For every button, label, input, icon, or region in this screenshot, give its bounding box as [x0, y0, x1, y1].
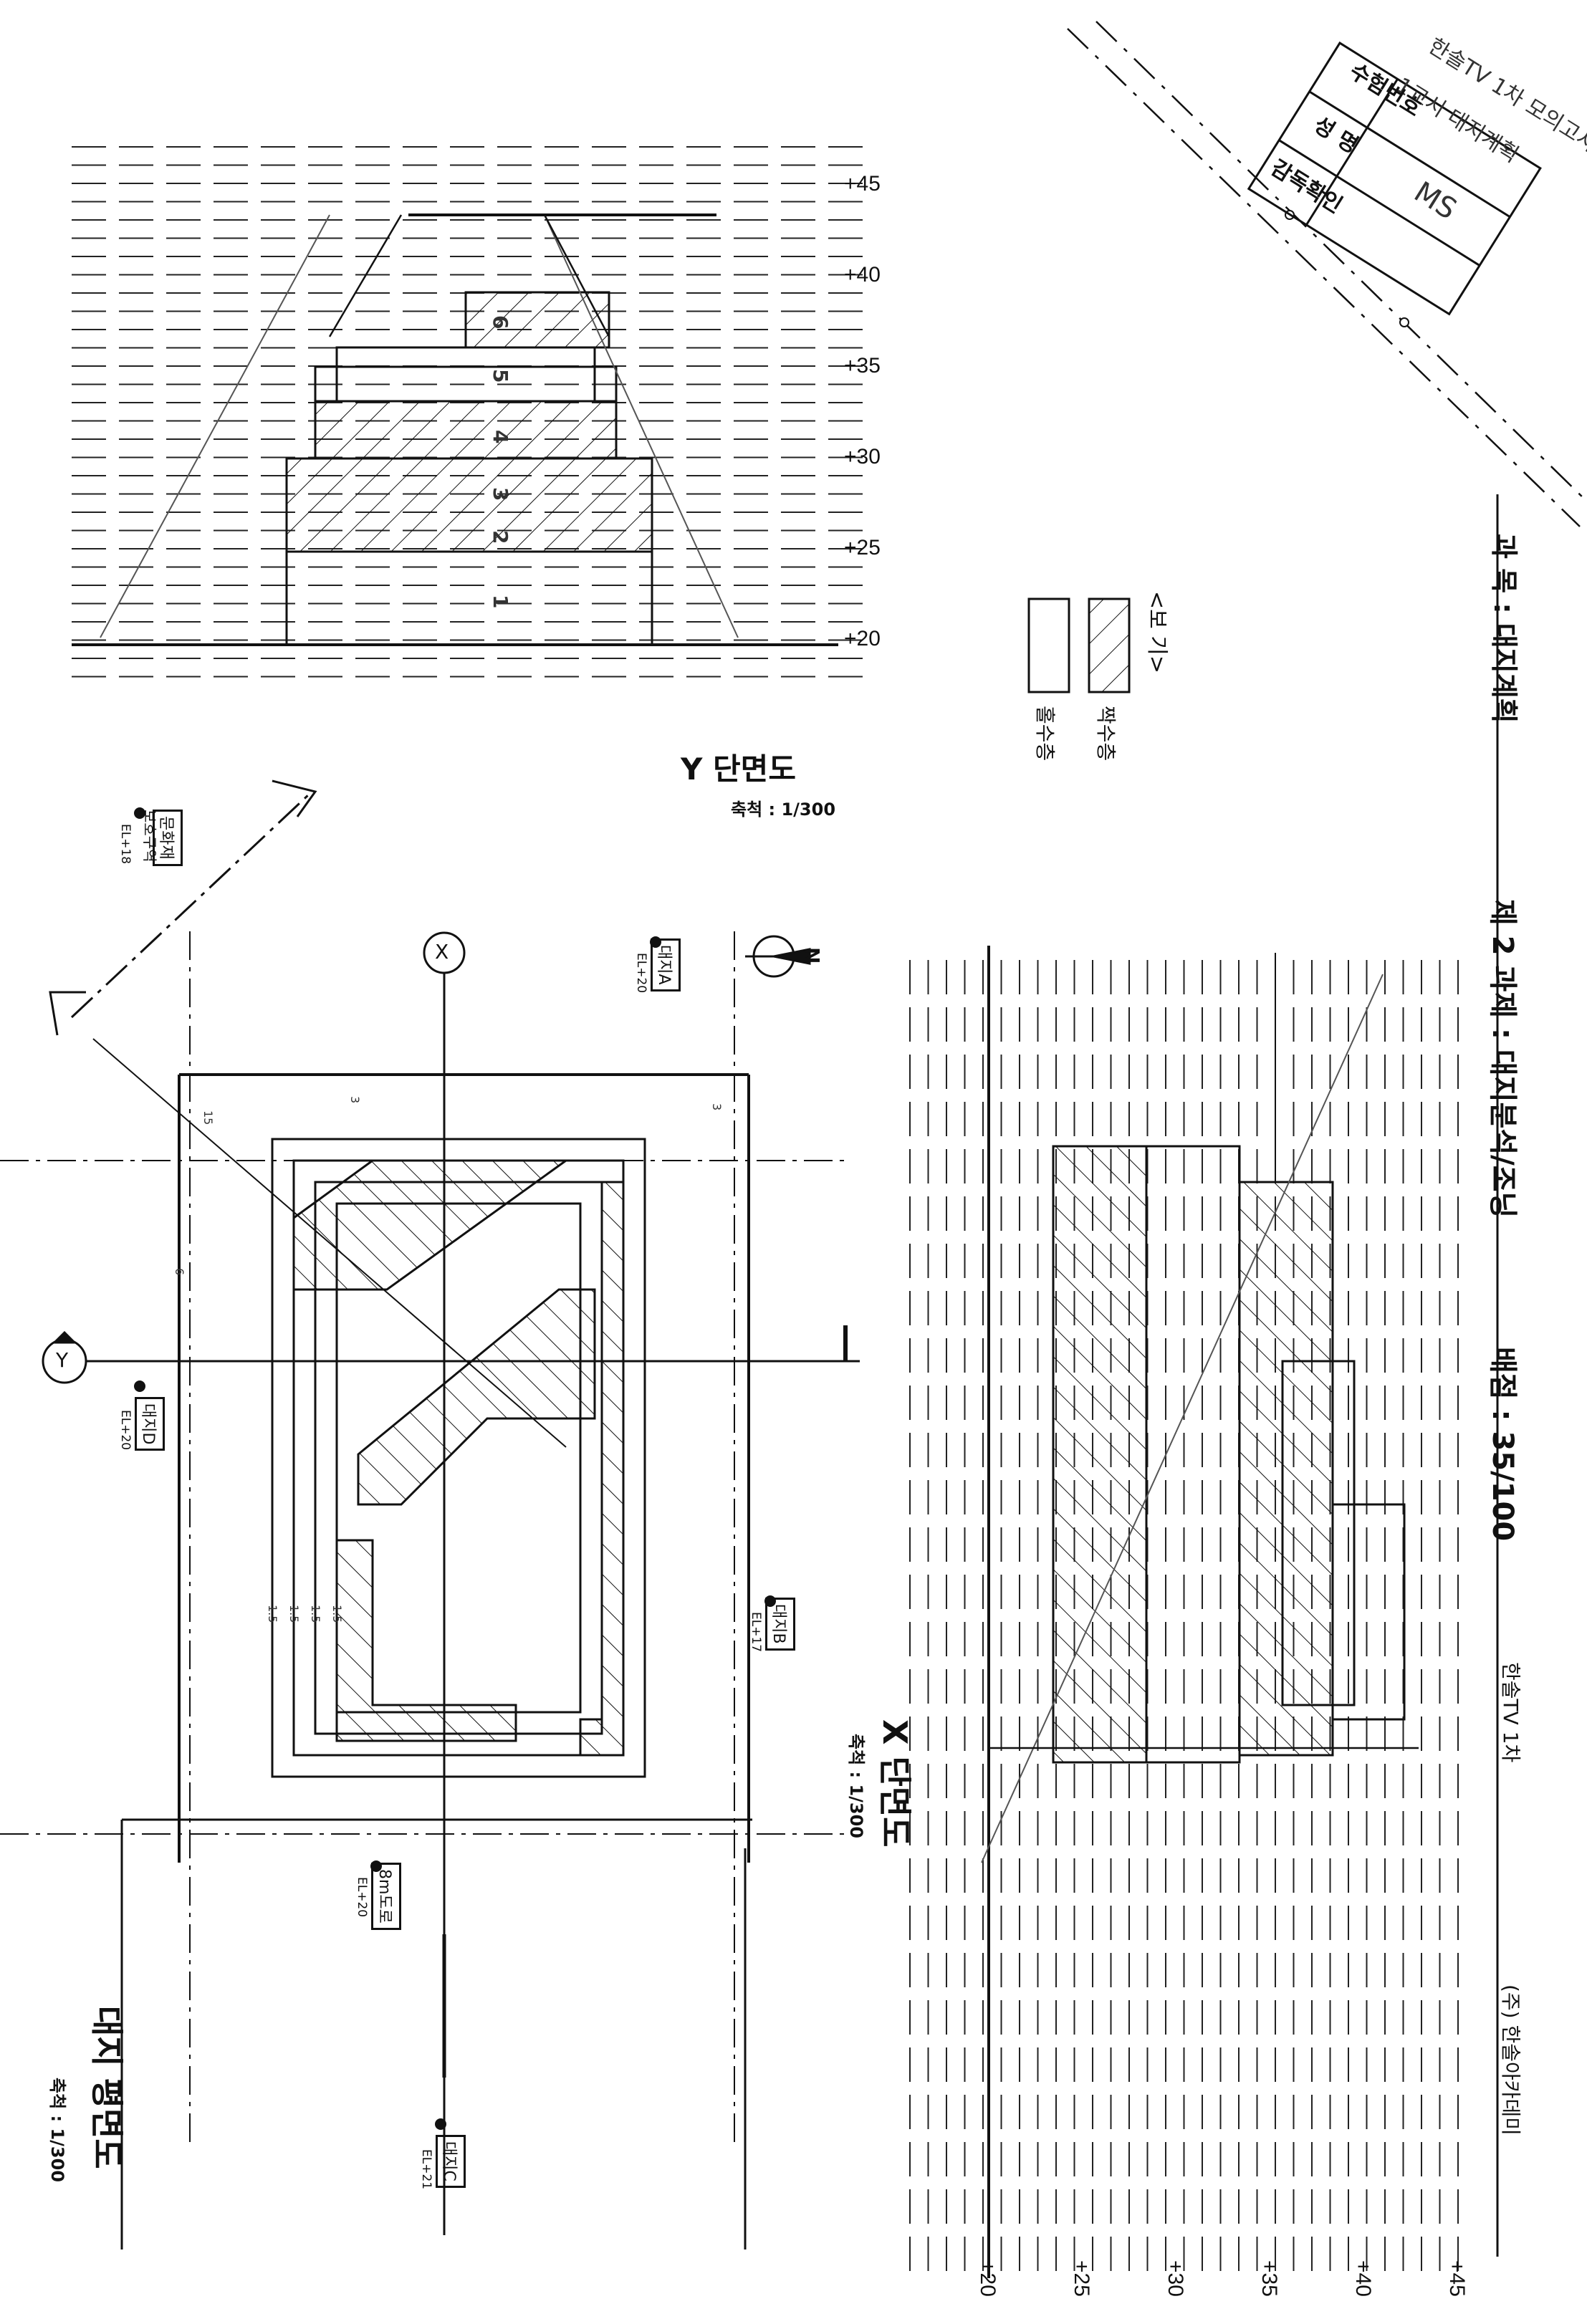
- site-tag-c: 대지C: [436, 2135, 466, 2188]
- elevation-symbol: [435, 2118, 446, 2130]
- y-level-label: +25: [844, 536, 881, 560]
- site-tag-d: 대지D: [135, 1397, 165, 1451]
- road-tag: 8m도로: [371, 1863, 401, 1930]
- elevation-symbol: [764, 1595, 776, 1607]
- x-axis-marker: [423, 931, 466, 989]
- floor-mark: 6: [489, 315, 512, 330]
- road-el: EL+20: [355, 1877, 369, 1918]
- elevation-symbol: [134, 1381, 145, 1392]
- header-table: [1247, 41, 1542, 316]
- site-el-a: EL+20: [634, 953, 648, 994]
- footer-right: (주) 한솔아카데미: [1499, 1984, 1523, 2136]
- site-plan: [0, 794, 860, 2249]
- dimension-label: 1.5: [266, 1605, 279, 1623]
- floor-mark: 3: [489, 487, 512, 501]
- dimension-label: 3: [710, 1103, 724, 1111]
- floor-mark: 2: [489, 530, 512, 544]
- elevation-symbol: [650, 936, 661, 948]
- site-el-c: EL+21: [419, 2149, 433, 2190]
- site-el-b: EL+17: [749, 1612, 763, 1653]
- legend-title: <보 기>: [1144, 591, 1169, 674]
- x-level-label: +45: [1445, 2260, 1469, 2297]
- y-level-label: +30: [844, 445, 881, 469]
- dimension-label: 15: [201, 1110, 215, 1125]
- subject-label: 과 목 : 대지계획: [1488, 534, 1520, 724]
- dimension-label: 1.5: [309, 1605, 322, 1623]
- site-tag-a: 대지A: [651, 938, 681, 991]
- floor-mark: 1: [489, 595, 512, 609]
- y-level-label: +40: [844, 263, 881, 287]
- floor-mark: 4: [489, 430, 512, 444]
- x-section-scale: 축척 : 1/300: [846, 1734, 866, 1839]
- score: 배점 : 35/100: [1486, 1347, 1519, 1542]
- dimension-label: 3: [348, 1096, 362, 1104]
- task-title: 제 2 과제 : 대지분석/조닝: [1486, 899, 1519, 1219]
- y-section-building: [72, 213, 838, 646]
- plan-scale: 축척 : 1/300: [47, 2078, 67, 2183]
- elevation-markers: [134, 807, 776, 2130]
- y-level-label: +20: [844, 627, 881, 650]
- y-section-scale: 축척 : 1/300: [731, 800, 836, 820]
- x-section-title: X 단면도: [876, 1719, 914, 1848]
- plan-title: 대지 평면도: [87, 2006, 126, 2169]
- site-tag-b: 대지B: [765, 1598, 795, 1651]
- y-section-grid: [72, 146, 863, 678]
- site-el-d: EL+20: [118, 1410, 133, 1451]
- elevation-symbol: [370, 1860, 382, 1872]
- heritage-tag-line2: 보호구역: [141, 810, 158, 863]
- dimension-label: 6: [173, 1268, 186, 1276]
- north-arrow: [745, 935, 811, 978]
- north-label: N: [800, 947, 824, 964]
- x-level-label: +35: [1257, 2260, 1281, 2297]
- x-level-label: +25: [1070, 2260, 1093, 2297]
- x-level-label: +40: [1351, 2260, 1375, 2297]
- y-level-label: +45: [844, 172, 881, 196]
- y-level-label: +35: [844, 354, 881, 378]
- header-cut-lines: [1067, 21, 1587, 527]
- legend-item-odd: 홀수층: [1033, 706, 1057, 762]
- dimension-label: 1.5: [287, 1605, 301, 1623]
- footer-left: 한솔TV 1차: [1499, 1662, 1523, 1763]
- legend-swatches: [1027, 597, 1131, 693]
- x-level-label: +20: [976, 2260, 999, 2297]
- x-section-building: [981, 946, 1419, 2278]
- legend-item-even: 짝수층: [1094, 706, 1118, 762]
- dimension-label: 1.5: [330, 1605, 344, 1623]
- x-level-label: +30: [1164, 2260, 1187, 2297]
- y-axis-marker: [42, 1330, 179, 1384]
- x-section-grid: [909, 960, 1459, 2271]
- x-axis-label: X: [435, 940, 449, 964]
- y-section-title: Y 단면도: [681, 752, 796, 787]
- elevation-symbol: [134, 807, 145, 819]
- y-axis-label: Y: [56, 1348, 69, 1372]
- floor-mark: 5: [489, 369, 512, 383]
- heritage-el: EL+18: [118, 824, 133, 865]
- section-cut-arrows: [49, 779, 317, 1036]
